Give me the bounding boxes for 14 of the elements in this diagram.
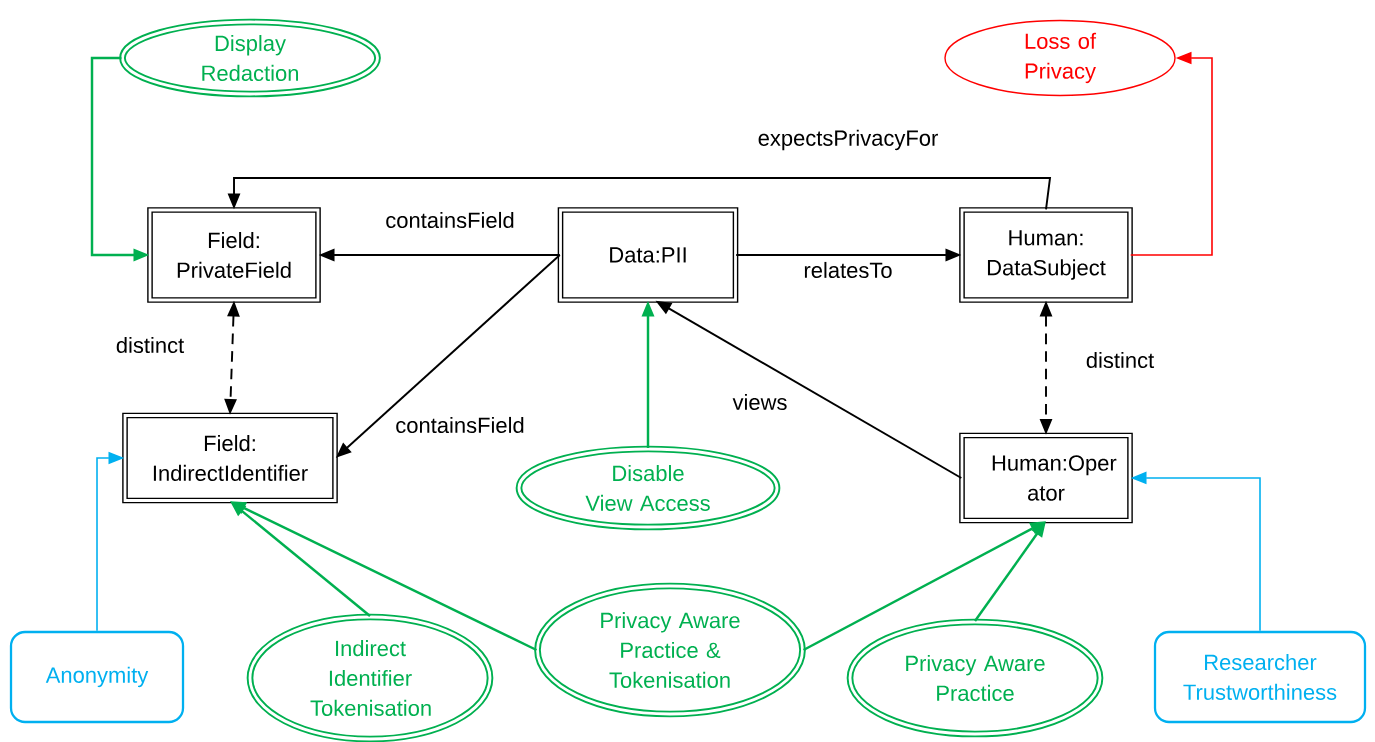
property-box: Anonymity	[9, 630, 185, 724]
entity-box: Field: PrivateField	[147, 207, 321, 303]
edge-label: containsField	[391, 413, 529, 437]
edge-label: views	[729, 390, 791, 414]
entity-box: Human: DataSubject	[959, 207, 1133, 303]
edge-label: relatesTo	[799, 258, 897, 282]
property-box: Researcher Trustworthiness	[1153, 630, 1367, 724]
entity-box: Data:PII	[557, 207, 739, 303]
entity-box: Human:Oper ator	[959, 432, 1133, 524]
edge-label: distinct	[1082, 348, 1158, 372]
edge-label: distinct	[112, 333, 188, 357]
edge-label: expectsPrivacyFor	[754, 126, 942, 154]
edge-label: containsField	[381, 208, 519, 232]
entity-box: Field: IndirectIdentifier	[122, 412, 338, 504]
